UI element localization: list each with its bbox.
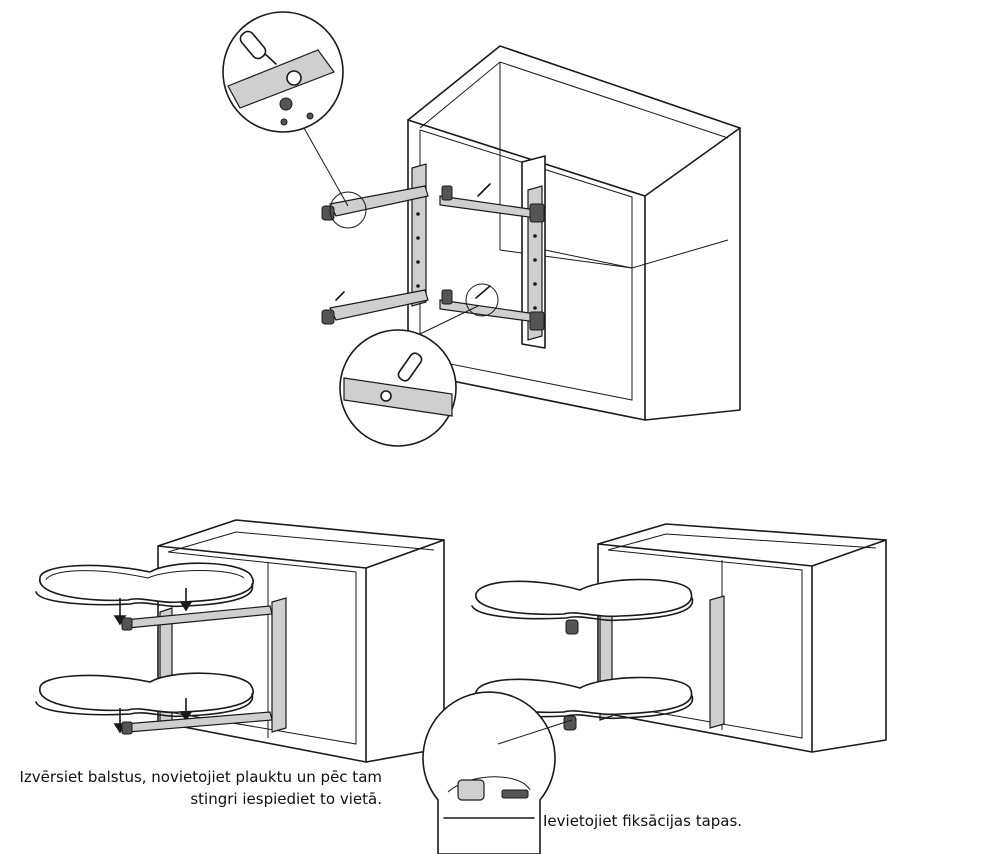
bottom-left-cabinet-illustration [35,519,445,763]
caption-extend-supports: Izvērsiet balstus, novietojiet plauktu u… [10,766,382,810]
caption-extend-line-2: stingri iespiediet to vietā. [190,790,382,808]
caption-extend-line-1: Izvērsiet balstus, novietojiet plauktu u… [19,768,382,786]
top-cabinet-illustration [222,11,741,447]
bottom-right-cabinet-illustration [422,523,887,854]
caption-insert-pins: Ievietojiet fiksācijas tapas. [543,812,743,830]
pin-detail-magnifier [422,691,556,854]
